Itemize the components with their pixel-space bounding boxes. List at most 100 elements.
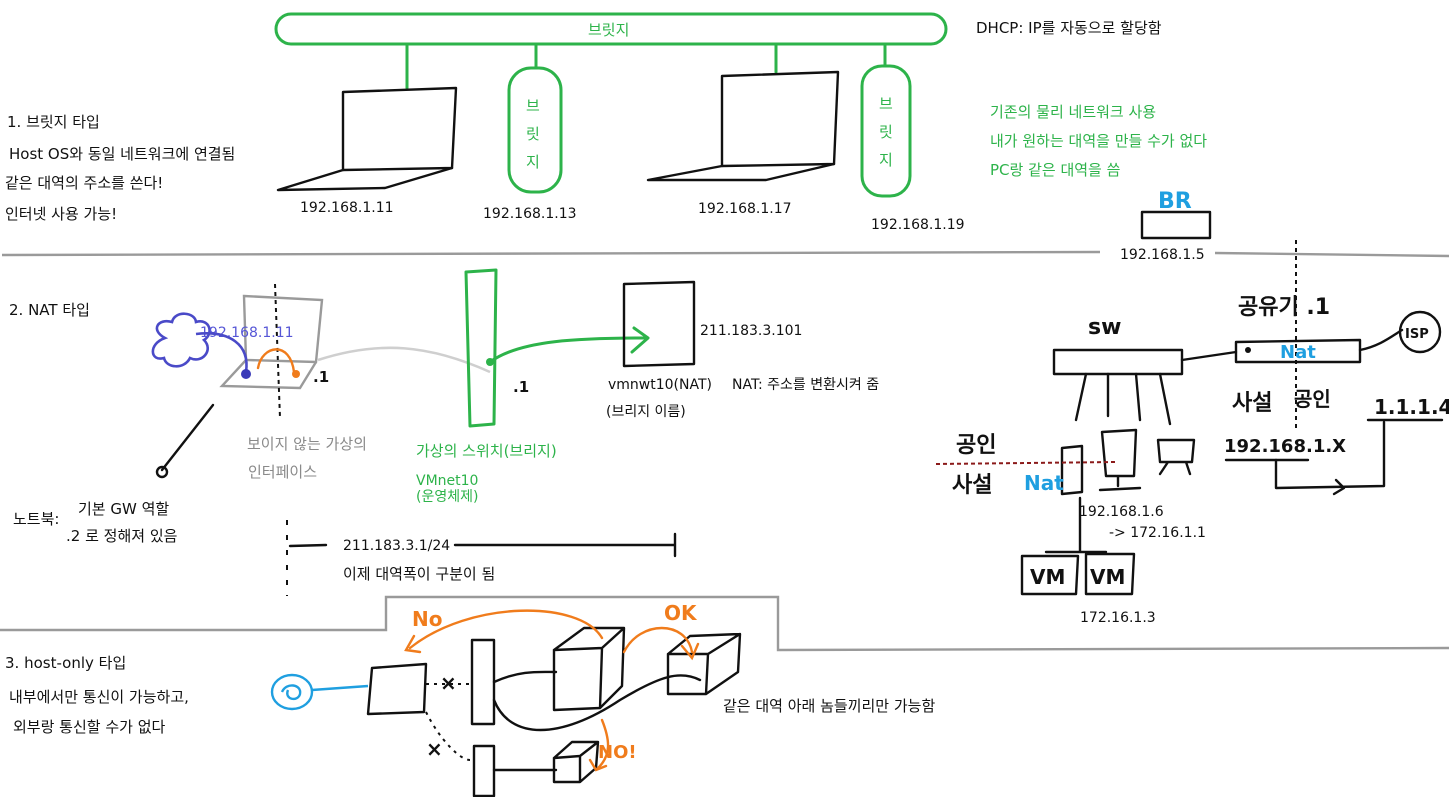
gray-link <box>317 346 491 374</box>
no2-label: NO! <box>598 742 637 763</box>
x-mark-2: × <box>426 737 443 761</box>
vertical-bridge-2-char-1: 브 <box>879 95 893 113</box>
dhcp-note: DHCP: IP를 자동으로 할당함 <box>976 19 1162 37</box>
sw-label: sw <box>1088 315 1121 340</box>
ip-link <box>1274 420 1386 496</box>
bridge-note-3: PC랑 같은 대역을 씀 <box>990 161 1121 179</box>
vm-ip: 172.16.1.3 <box>1080 610 1156 626</box>
private-ip: 192.168.1.X <box>1224 436 1346 457</box>
vmnet-nat: vmnwt10(NAT) <box>608 377 712 393</box>
bridge-desc-1: Host OS와 동일 네트워크에 연결됨 <box>9 145 235 163</box>
virtual-switch <box>464 268 498 428</box>
vm-loop <box>492 674 702 732</box>
hostonly-desc-2: 외부랑 통신할 수가 없다 <box>13 718 166 736</box>
switch-box <box>1052 348 1184 376</box>
br-ip: 192.168.1.5 <box>1120 247 1205 263</box>
laptop-icon <box>276 86 458 192</box>
switch-2 <box>472 744 496 797</box>
vertical-bridge-1-char-1: 브 <box>526 97 540 115</box>
device-box-1 <box>1060 444 1084 496</box>
vm-box-2 <box>1084 552 1136 596</box>
hostonly-section: 3. host-only 타입 내부에서만 통신이 가능하고, 외부랑 통신할 … <box>5 601 935 797</box>
sw-to-router <box>1180 350 1238 362</box>
nat-desc: NAT: 주소를 변환시켜 줌 <box>732 377 879 393</box>
nat-heading: 2. NAT 타입 <box>9 301 90 319</box>
sw-down-3 <box>1134 372 1142 422</box>
virtual-switch-label: 가상의 스위치(브리지) <box>416 442 557 460</box>
no-label: No <box>412 607 442 631</box>
vmnet-label: VMnet10 <box>416 473 478 489</box>
hostonly-heading: 3. host-only 타입 <box>5 654 126 672</box>
vm-box-1 <box>1020 554 1080 596</box>
monitor-icon <box>1098 428 1142 492</box>
black-link <box>160 403 215 472</box>
nat-label: Nat <box>1280 342 1316 363</box>
invisible-iface-1: 보이지 않는 가상의 <box>247 435 367 453</box>
bridge-bar <box>274 12 948 46</box>
router-to-isp <box>1358 328 1404 352</box>
isp-circle <box>1398 310 1442 354</box>
nat-blue-label: Nat <box>1024 471 1064 495</box>
orange-arc <box>256 348 296 374</box>
switch-1 <box>470 638 496 726</box>
small-monitor-icon <box>1156 438 1196 476</box>
hostonly-note: 같은 대역 아래 놈들끼리만 가능함 <box>723 697 935 715</box>
host-ip: 211.183.3.101 <box>700 323 802 339</box>
invisible-iface-2: 인터페이스 <box>248 463 317 481</box>
link-end <box>155 465 169 479</box>
section-divider-1b <box>1214 251 1449 258</box>
bridge-bar-label: 브릿지 <box>588 21 629 39</box>
isp-label: ISP <box>1405 327 1429 342</box>
section-divider-2 <box>0 595 1449 652</box>
nat-dot-one-b: .1 <box>513 378 529 396</box>
public-label: 공인 <box>1294 387 1331 411</box>
vm-label-1: VM <box>1030 565 1065 589</box>
bridge-ip-2: 192.168.1.13 <box>483 206 577 222</box>
gw-line-1: 기본 GW 역할 <box>78 500 169 518</box>
host-screen <box>366 662 428 716</box>
br-box <box>1140 210 1212 240</box>
subnet-label: 211.183.3.1/24 <box>343 538 450 554</box>
cloud-node <box>241 369 251 379</box>
laptop-label: 노트북: <box>13 510 59 528</box>
router-label: 공유기 .1 <box>1238 295 1330 320</box>
bridge-note-1: 기존의 물리 네트워크 사용 <box>990 103 1156 121</box>
router-port <box>1245 347 1251 353</box>
pc-to-vm-link <box>1044 496 1108 554</box>
globe-icon <box>270 673 314 711</box>
pc-ip: 192.168.1.6 <box>1079 504 1164 520</box>
nat-blue-ip: 192.168.1.11 <box>200 325 294 341</box>
ok-arrow <box>622 626 700 661</box>
no-arrow <box>404 609 604 654</box>
no2-arrow <box>588 718 610 772</box>
sw-down-4 <box>1158 372 1172 426</box>
hostonly-desc-1: 내부에서만 통신이 가능하고, <box>9 688 189 706</box>
subnet-range-line-2 <box>453 532 677 558</box>
bridge-ip-4: 192.168.1.19 <box>871 217 965 233</box>
dashed-divider <box>274 283 281 419</box>
bridge-name: (브리지 이름) <box>606 404 686 420</box>
vertical-bridge-2-char-3: 지 <box>879 151 893 169</box>
subnet-range-line-1 <box>288 543 328 548</box>
nat-dot-one-a: .1 <box>313 368 329 386</box>
vm-cube-1 <box>552 626 626 712</box>
bridge-desc-2: 같은 대역의 주소를 쓴다! <box>5 174 163 192</box>
public-private-divider <box>935 461 1117 465</box>
switch1-to-vm <box>492 670 558 684</box>
host-box <box>622 280 696 368</box>
bridge-ip-1: 192.168.1.11 <box>300 200 394 216</box>
x-mark-1: × <box>440 671 457 695</box>
bridge-desc-3: 인터넷 사용 가능! <box>5 205 117 223</box>
ok-label: OK <box>664 601 698 625</box>
right-network-diagram: BR 192.168.1.5 sw 공유기 .1 Nat ISP 사설 공인 1… <box>935 189 1449 626</box>
gw-line-2: .2 로 정해져 있음 <box>66 527 177 545</box>
vmnet-sub-label: (운영체제) <box>416 489 478 505</box>
public-ip: 1.1.1.4 <box>1374 395 1449 419</box>
globe-link <box>311 684 369 692</box>
bridge-ip-3: 192.168.1.17 <box>698 201 792 217</box>
nat-section: 2. NAT 타입 192.168.1.11 .1 .1 211.183.3.1… <box>9 268 879 596</box>
sw-down-1 <box>1074 372 1088 422</box>
vertical-bridge-1 <box>507 66 563 194</box>
vertical-bridge-2 <box>860 64 912 198</box>
bridge-heading: 1. 브릿지 타입 <box>7 113 100 131</box>
